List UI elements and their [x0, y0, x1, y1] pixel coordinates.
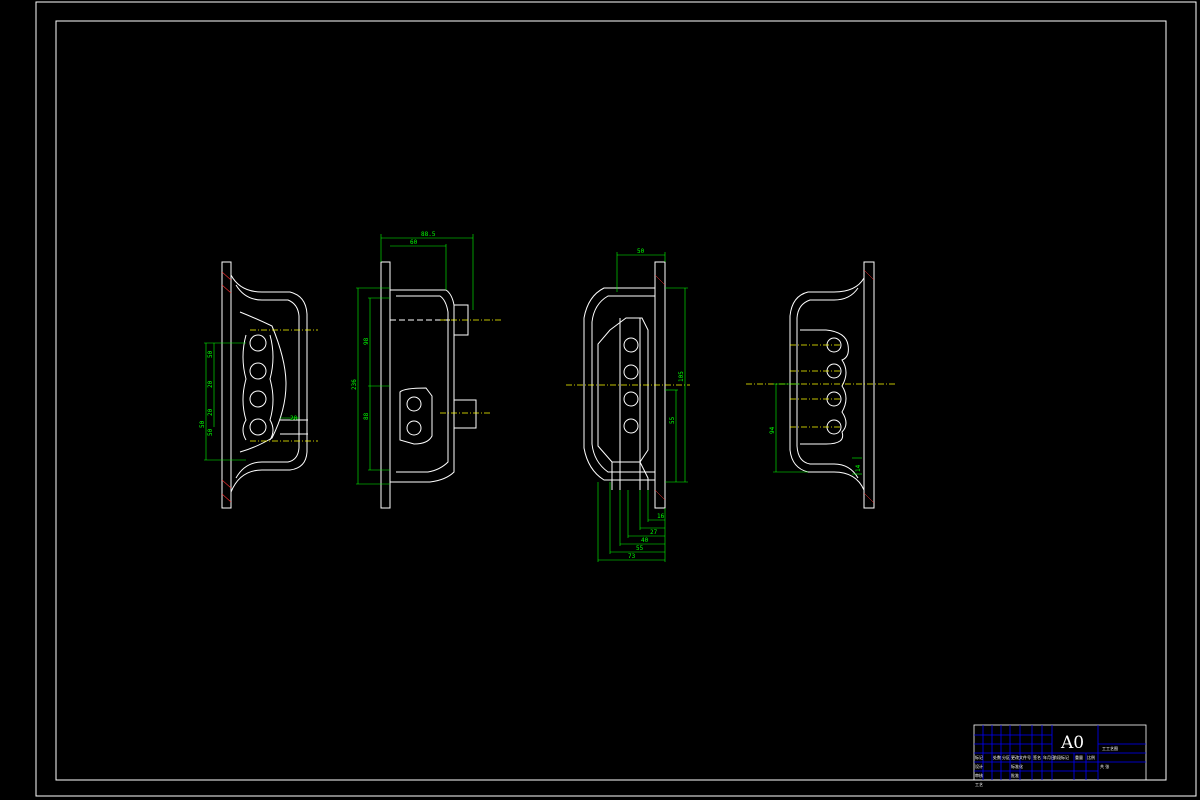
view-front-hatch: [654, 274, 666, 501]
tb-cell: 分区: [1002, 754, 1010, 760]
view-side-dim-labels: 88.5 60 236 98 88: [351, 231, 436, 420]
view-side-elevation: [380, 261, 477, 509]
dim-label: 60: [410, 239, 418, 246]
inner-frame: [55, 20, 1167, 781]
dim-label: 20: [207, 380, 214, 388]
tb-cell: 签名: [1033, 754, 1041, 760]
view-left-dimensions: [204, 342, 300, 461]
tb-cell: 批准: [1011, 772, 1019, 778]
dim-label: 20: [207, 408, 214, 416]
dim-label: 20: [290, 415, 298, 422]
dim-label: 50: [207, 428, 214, 436]
outer-border: [35, 1, 1197, 797]
tb-cell: 比例: [1087, 754, 1095, 760]
view-left-dim-labels: 50 20 20 50 50 20: [199, 350, 298, 436]
title-block-text: A0 工工艺图 标记 处数 分区 更改文件号 签名 年月日 设计 标准化 阶段标…: [975, 733, 1118, 787]
tb-cell: 阶段标记: [1053, 754, 1069, 760]
view-right-dim-labels: 94 14: [769, 426, 862, 472]
dim-label: 98: [363, 337, 370, 345]
view-side-dimensions: [356, 234, 474, 485]
tb-cell: 重量: [1075, 754, 1083, 760]
tb-cell: 更改文件号: [1011, 754, 1031, 760]
tb-cell: 审核: [975, 772, 983, 778]
view-right-dimensions: [773, 383, 862, 475]
view-front-section: [583, 261, 666, 509]
view-right-hatch: [863, 269, 875, 504]
tb-cell: 工艺: [975, 782, 983, 787]
dim-label: 50: [207, 350, 214, 358]
view-front-dim-labels: 50 105 55 16 27 40 55 73: [628, 248, 685, 560]
sheet-info: 共 张: [1100, 763, 1109, 769]
dim-label: 73: [628, 553, 636, 560]
dim-label: 236: [351, 379, 358, 390]
tb-cell: 标记: [975, 754, 983, 760]
dim-label: 94: [769, 426, 776, 434]
dim-label: 88.5: [421, 231, 436, 238]
view-front-dimensions: [597, 252, 688, 562]
view-side-centerlines: [440, 319, 502, 414]
drawing-title: 工工艺图: [1102, 745, 1118, 751]
dim-label: 50: [199, 420, 206, 428]
view-left-section: [221, 261, 308, 509]
dim-label: 55: [669, 416, 676, 424]
tb-cell: 年月日: [1043, 754, 1055, 760]
dim-label: 88: [363, 412, 370, 420]
dim-label: 55: [636, 545, 644, 552]
dim-label: 40: [641, 537, 649, 544]
sheet-size-label: A0: [1060, 733, 1084, 753]
tb-cell: 标准化: [1011, 763, 1023, 769]
tb-cell: 设计: [975, 763, 983, 769]
dim-label: 16: [657, 513, 665, 520]
dim-label: 27: [650, 529, 658, 536]
dim-label: 105: [678, 371, 685, 382]
dim-label: 50: [637, 248, 645, 255]
view-right-centerlines: [746, 344, 896, 428]
dim-label: 14: [855, 464, 862, 472]
title-block: [973, 724, 1147, 781]
tb-cell: 处数: [993, 754, 1001, 760]
view-left-centerlines: [250, 329, 318, 442]
